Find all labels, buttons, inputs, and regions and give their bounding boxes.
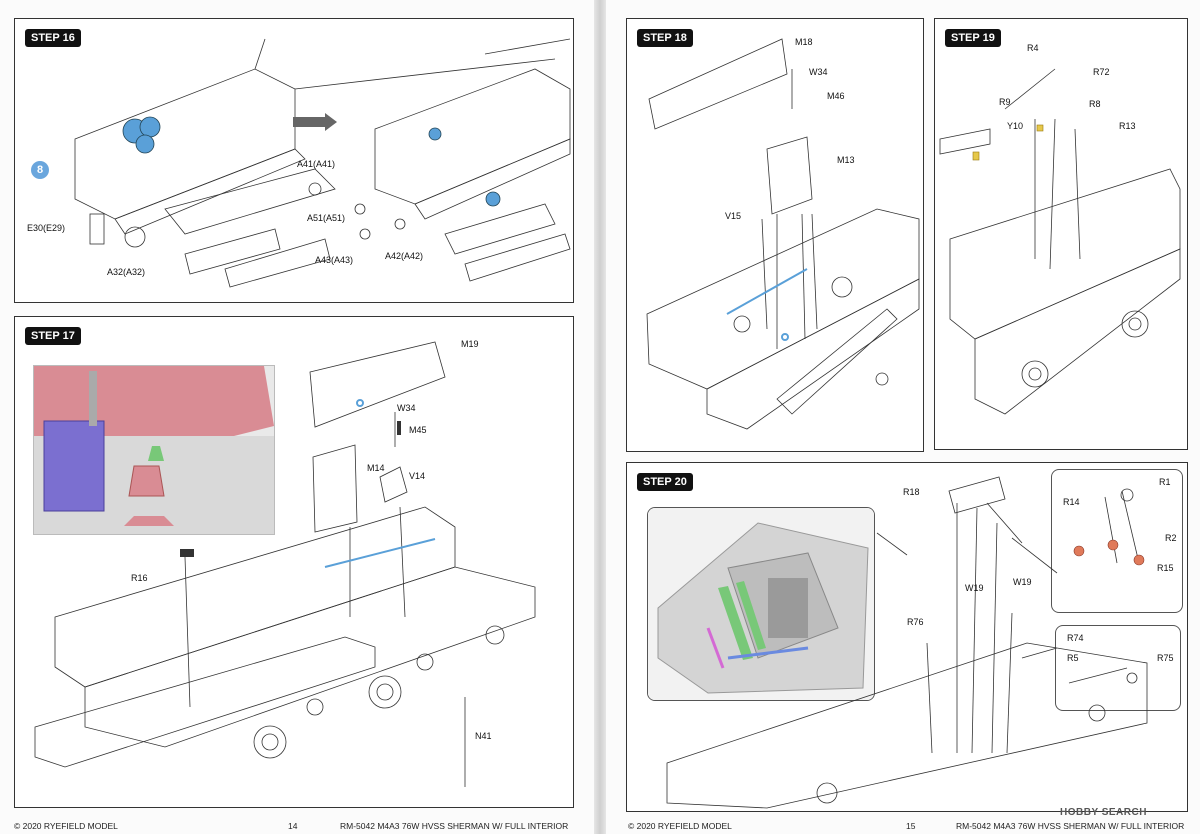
page-gutter	[594, 0, 606, 834]
step-16-panel: STEP 16	[14, 18, 574, 303]
label-m46: M46	[827, 91, 845, 101]
label-m14: M14	[367, 463, 385, 473]
label-n41: N41	[475, 731, 492, 741]
label-w19-b: W19	[1013, 577, 1032, 587]
label-e30: E30(E29)	[27, 223, 66, 233]
step-17-reference-photo	[33, 365, 275, 535]
label-m19: M19	[461, 339, 479, 349]
step-20-detail-inset-bottom	[1055, 625, 1181, 711]
label-v15: V15	[725, 211, 742, 221]
label-r76: R76	[907, 617, 924, 627]
step-16-drawing	[74, 38, 571, 288]
label-r4: R4	[1027, 43, 1039, 53]
footer-left-title: RM-5042 M4A3 76W HVSS SHERMAN W/ FULL IN…	[340, 821, 569, 831]
label-r13: R13	[1119, 121, 1136, 131]
step-19-panel: STEP 19 R4 R72 R9 R8 Y10 R13	[934, 18, 1188, 450]
footer-left-copyright: © 2020 RYEFIELD MODEL	[14, 821, 118, 831]
step-17-drawing	[34, 341, 536, 787]
label-m18: M18	[795, 37, 813, 47]
label-a51: A51(A51)	[307, 213, 346, 223]
label-a42: A42(A42)	[385, 251, 424, 261]
label-m13: M13	[837, 155, 855, 165]
label-a41: A41(A41)	[297, 159, 336, 169]
step-16-callout-badge: 8	[31, 161, 49, 179]
label-r9: R9	[999, 97, 1011, 107]
footer-right-page-number: 15	[906, 821, 916, 831]
step-20-reference-photo	[647, 507, 875, 701]
step-18-drawing	[646, 38, 920, 430]
step-20-title: STEP 20	[637, 473, 693, 491]
step-19-title: STEP 19	[945, 29, 1001, 47]
step-16-title: STEP 16	[25, 29, 81, 47]
label-r18: R18	[903, 487, 920, 497]
label-w19-a: W19	[965, 583, 984, 593]
label-m45: M45	[409, 425, 427, 435]
label-r8: R8	[1089, 99, 1101, 109]
label-r2: R2	[1165, 533, 1177, 543]
footer-right-copyright: © 2020 RYEFIELD MODEL	[628, 821, 732, 831]
footer-right-title: RM-5042 M4A3 76W HVSS SHERMAN W/ FULL IN…	[956, 821, 1185, 831]
label-w34-s18: W34	[809, 67, 828, 77]
label-r74: R74	[1067, 633, 1084, 643]
label-r5: R5	[1067, 653, 1079, 663]
label-r14: R14	[1063, 497, 1080, 507]
label-r15: R15	[1157, 563, 1174, 573]
step-18-title: STEP 18	[637, 29, 693, 47]
label-r1: R1	[1159, 477, 1171, 487]
label-v14: V14	[409, 471, 426, 481]
watermark: HOBBY SEARCH	[1060, 807, 1147, 818]
label-r72: R72	[1093, 67, 1110, 77]
step-20-detail-inset-top	[1051, 469, 1183, 613]
label-w34: W34	[397, 403, 416, 413]
label-y10: Y10	[1007, 121, 1024, 131]
label-a32: A32(A32)	[107, 267, 146, 277]
label-r16: R16	[131, 573, 148, 583]
step-17-title: STEP 17	[25, 327, 81, 345]
step-18-panel: STEP 18 M18 W34 M46 M13 V15	[626, 18, 924, 452]
step-20-panel: STEP 20	[626, 462, 1188, 812]
step-19-drawing	[939, 68, 1181, 415]
label-a43: A43(A43)	[315, 255, 354, 265]
footer-left-page-number: 14	[288, 821, 298, 831]
step-20-drawing	[666, 476, 1148, 809]
step-17-panel: STEP 17	[14, 316, 574, 808]
label-r75: R75	[1157, 653, 1174, 663]
